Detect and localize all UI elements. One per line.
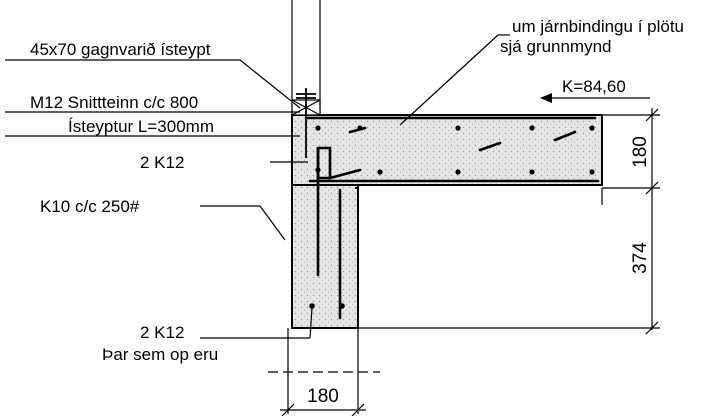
label-cast-in: Ísteyptur L=300mm [68, 117, 214, 136]
dim-beam-value: 374 [630, 242, 651, 274]
label-anchor: M12 Snittteinn c/c 800 [30, 93, 198, 112]
dim-slab [601, 108, 660, 330]
anchor-rod [296, 88, 316, 158]
leader-lines [5, 34, 650, 339]
slab-rebar [306, 116, 600, 320]
label-level: K=84,60 [562, 77, 626, 96]
dim-wall-value: 180 [307, 386, 339, 407]
label-plan-ref: sjá grunnmynd [500, 37, 612, 56]
label-k12-top: 2 K12 [140, 153, 184, 172]
dim-beam [358, 321, 660, 335]
label-k12-bottom: 2 K12 [140, 323, 184, 342]
label-openings: Þar sem op eru [102, 345, 218, 364]
wall-concrete [291, 184, 359, 329]
label-rebar-note: um járnbindingu í plötu [512, 17, 684, 36]
dim-wall [280, 372, 366, 416]
dim-slab-value: 180 [630, 136, 651, 168]
label-k10: K10 c/c 250# [40, 197, 140, 216]
label-timber: 45x70 gagnvarið ísteypt [30, 40, 211, 59]
